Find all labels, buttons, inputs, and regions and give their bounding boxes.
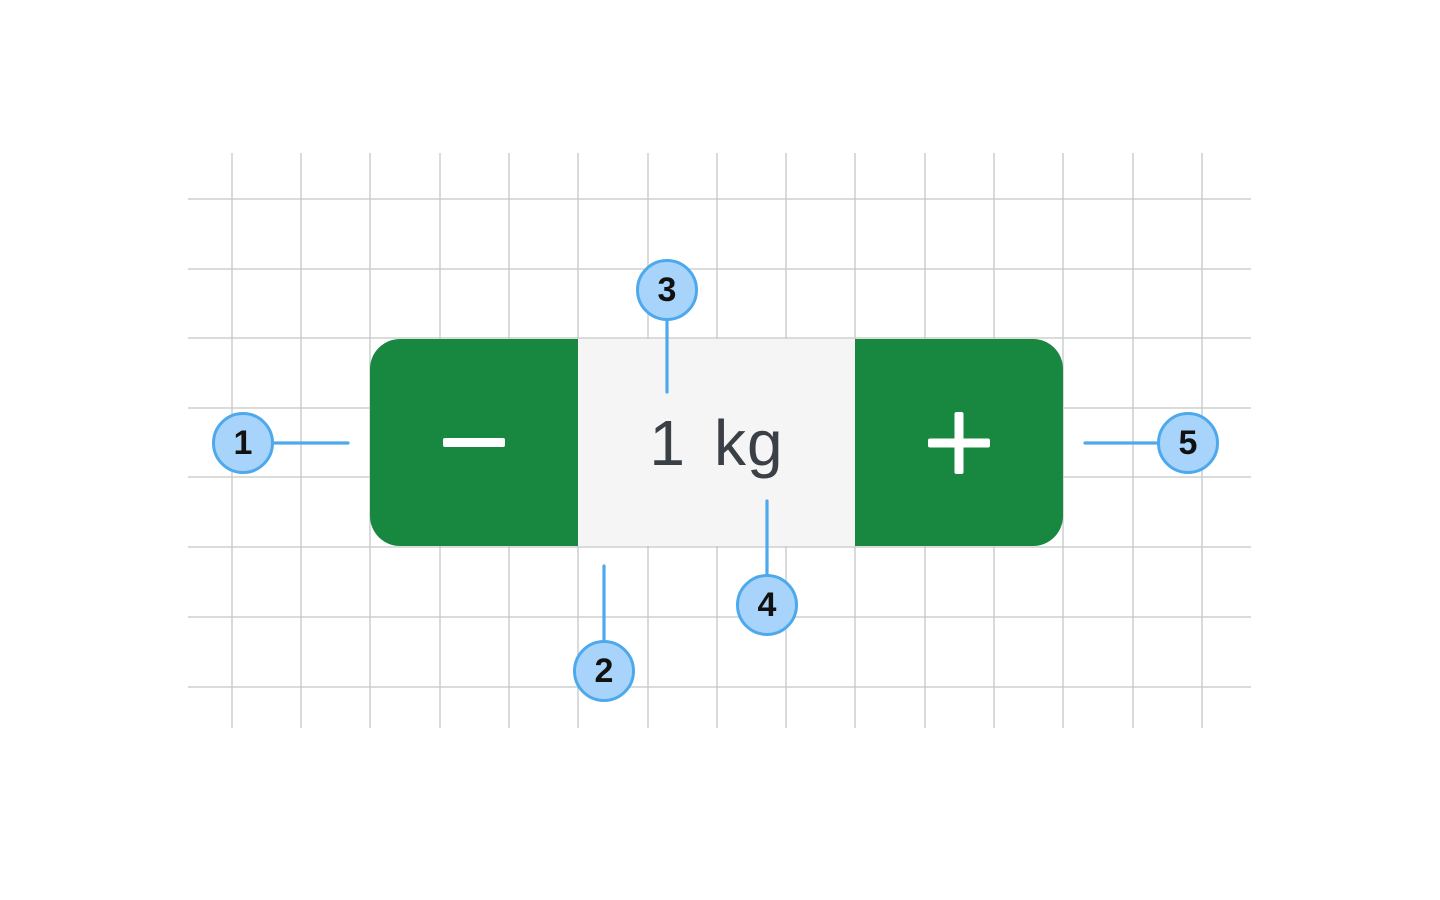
callout-marker-5: 5	[1157, 412, 1219, 474]
callout-marker-1: 1	[212, 412, 274, 474]
quantity-unit: kg	[714, 406, 784, 479]
minus-icon	[443, 437, 505, 447]
decrement-button[interactable]	[370, 339, 578, 546]
callout-marker-4: 4	[736, 574, 798, 636]
quantity-stepper: 1 kg	[370, 339, 1063, 546]
increment-button[interactable]	[855, 339, 1063, 546]
callout-marker-3: 3	[636, 259, 698, 321]
callout-marker-2: 2	[573, 640, 635, 702]
plus-icon	[928, 411, 990, 474]
quantity-value: 1	[649, 406, 686, 479]
value-field: 1 kg	[578, 339, 855, 546]
